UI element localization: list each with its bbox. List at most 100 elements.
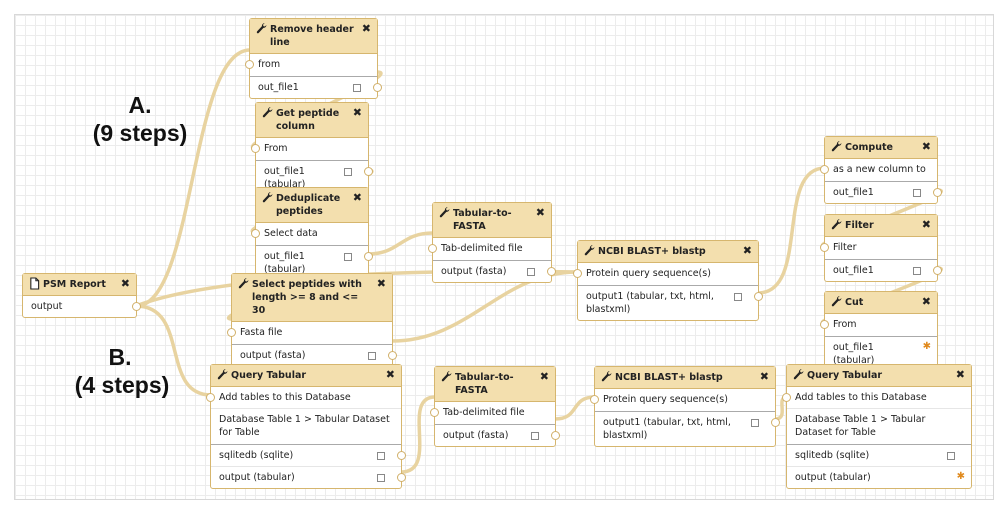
close-icon[interactable]: ✖ <box>955 368 965 381</box>
input-row[interactable]: Database Table 1 > Tabular Dataset for T… <box>211 409 401 445</box>
output-connector[interactable] <box>551 431 560 440</box>
input-connector[interactable] <box>251 144 260 153</box>
input-row[interactable]: Add tables to this Database <box>782 387 971 409</box>
output-row[interactable]: out_file1 <box>825 182 942 203</box>
asterisk-icon[interactable]: ✱ <box>956 471 965 482</box>
output-connector[interactable] <box>771 418 780 427</box>
node-get-peptide-column[interactable]: Get peptide column✖ From out_file1 (tabu… <box>251 102 373 196</box>
input-connector[interactable] <box>590 395 599 404</box>
output-connector[interactable] <box>397 451 406 460</box>
output-row[interactable]: out_file1 (tabular) <box>256 246 373 280</box>
output-row[interactable]: out_file1 <box>825 260 942 281</box>
output-checkbox[interactable] <box>344 253 352 261</box>
output-row[interactable]: output (tabular) <box>211 467 406 488</box>
output-checkbox[interactable] <box>353 84 361 92</box>
input-row[interactable]: From <box>820 314 937 337</box>
output-checkbox[interactable] <box>527 268 535 276</box>
output-row[interactable]: sqlitedb (sqlite) <box>787 445 971 467</box>
node-remove-header-line[interactable]: Remove header line✖ from out_file1 <box>245 18 382 99</box>
close-icon[interactable]: ✖ <box>376 277 386 290</box>
node-ncbi-blast-a[interactable]: NCBI BLAST+ blastp✖ Protein query sequen… <box>573 240 763 321</box>
output-connector[interactable] <box>388 351 397 360</box>
input-connector[interactable] <box>245 60 254 69</box>
node-select-peptides[interactable]: Select peptides with length >= 8 and <= … <box>227 273 397 367</box>
close-icon[interactable]: ✖ <box>535 206 545 219</box>
output-row[interactable]: output (fasta) <box>433 261 556 282</box>
output-checkbox[interactable] <box>377 452 385 460</box>
output-row[interactable]: output (fasta) <box>232 345 397 366</box>
output-connector[interactable] <box>397 473 406 482</box>
output-row[interactable]: output <box>23 296 141 317</box>
node-psm-report[interactable]: PSM Report✖ output <box>22 273 141 318</box>
input-row[interactable]: Protein query sequence(s) <box>590 389 775 412</box>
input-connector[interactable] <box>206 393 215 402</box>
close-icon[interactable]: ✖ <box>361 22 371 35</box>
output-row[interactable]: out_file1 (tabular)✱ <box>825 337 937 371</box>
output-checkbox[interactable] <box>368 352 376 360</box>
input-row[interactable]: Protein query sequence(s) <box>573 263 758 286</box>
node-filter[interactable]: Filter✖ Filter out_file1 <box>820 214 942 282</box>
input-row[interactable]: Select data <box>251 223 368 246</box>
node-ncbi-blast-b[interactable]: NCBI BLAST+ blastp✖ Protein query sequen… <box>590 366 780 447</box>
node-query-tabular-2[interactable]: Query Tabular✖ Add tables to this Databa… <box>782 364 972 489</box>
input-connector[interactable] <box>251 229 260 238</box>
output-row[interactable]: sqlitedb (sqlite) <box>211 445 406 467</box>
output-row[interactable]: output1 (tabular, txt, html, blastxml) <box>578 286 763 320</box>
close-icon[interactable]: ✖ <box>385 368 395 381</box>
output-connector[interactable] <box>933 266 942 275</box>
input-row[interactable]: from <box>245 54 377 77</box>
node-cut[interactable]: Cut✖ From out_file1 (tabular)✱ <box>820 291 938 372</box>
node-tabular-to-fasta-a[interactable]: Tabular-to-FASTA✖ Tab-delimited file out… <box>428 202 556 283</box>
output-row[interactable]: out_file1 (tabular) <box>256 161 373 195</box>
output-connector[interactable] <box>132 302 141 311</box>
input-connector[interactable] <box>820 165 829 174</box>
input-row[interactable]: Add tables to this Database <box>206 387 401 409</box>
output-connector[interactable] <box>754 292 763 301</box>
output-connector[interactable] <box>364 252 373 261</box>
input-row[interactable]: Database Table 1 > Tabular Dataset for T… <box>787 409 971 445</box>
input-row[interactable]: Tab-delimited file <box>430 402 555 425</box>
close-icon[interactable]: ✖ <box>120 277 130 290</box>
close-icon[interactable]: ✖ <box>921 295 931 308</box>
input-row[interactable]: Fasta file <box>227 322 392 345</box>
input-row[interactable]: From <box>251 138 368 161</box>
close-icon[interactable]: ✖ <box>921 140 931 153</box>
output-checkbox[interactable] <box>377 474 385 482</box>
close-icon[interactable]: ✖ <box>539 370 549 383</box>
node-query-tabular-1[interactable]: Query Tabular✖ Add tables to this Databa… <box>206 364 406 489</box>
asterisk-icon[interactable]: ✱ <box>922 341 931 352</box>
output-connector[interactable] <box>364 167 373 176</box>
output-row[interactable]: output (tabular)✱ <box>787 467 971 488</box>
input-row[interactable]: as a new column to <box>820 159 937 182</box>
output-checkbox[interactable] <box>344 168 352 176</box>
output-connector[interactable] <box>373 83 382 92</box>
input-connector[interactable] <box>782 393 791 402</box>
output-checkbox[interactable] <box>913 267 921 275</box>
close-icon[interactable]: ✖ <box>921 218 931 231</box>
output-checkbox[interactable] <box>751 419 759 427</box>
close-icon[interactable]: ✖ <box>352 106 362 119</box>
input-connector[interactable] <box>573 269 582 278</box>
output-row[interactable]: output1 (tabular, txt, html, blastxml) <box>595 412 780 446</box>
output-checkbox[interactable] <box>913 189 921 197</box>
input-row[interactable]: Tab-delimited file <box>428 238 551 261</box>
input-row[interactable]: Filter <box>820 237 937 260</box>
output-row[interactable]: out_file1 <box>250 77 382 98</box>
output-checkbox[interactable] <box>734 293 742 301</box>
close-icon[interactable]: ✖ <box>352 191 362 204</box>
input-connector[interactable] <box>820 320 829 329</box>
output-connector[interactable] <box>933 188 942 197</box>
input-connector[interactable] <box>227 328 236 337</box>
input-connector[interactable] <box>430 408 439 417</box>
close-icon[interactable]: ✖ <box>759 370 769 383</box>
output-connector[interactable] <box>547 267 556 276</box>
close-icon[interactable]: ✖ <box>742 244 752 257</box>
output-row[interactable]: output (fasta) <box>435 425 560 446</box>
input-connector[interactable] <box>428 244 437 253</box>
node-deduplicate-peptides[interactable]: Deduplicate peptides✖ Select data out_fi… <box>251 187 373 281</box>
input-connector[interactable] <box>820 243 829 252</box>
node-compute[interactable]: Compute✖ as a new column to out_file1 <box>820 136 942 204</box>
output-checkbox[interactable] <box>531 432 539 440</box>
output-checkbox[interactable] <box>947 452 955 460</box>
node-tabular-to-fasta-b[interactable]: Tabular-to-FASTA✖ Tab-delimited file out… <box>430 366 560 447</box>
